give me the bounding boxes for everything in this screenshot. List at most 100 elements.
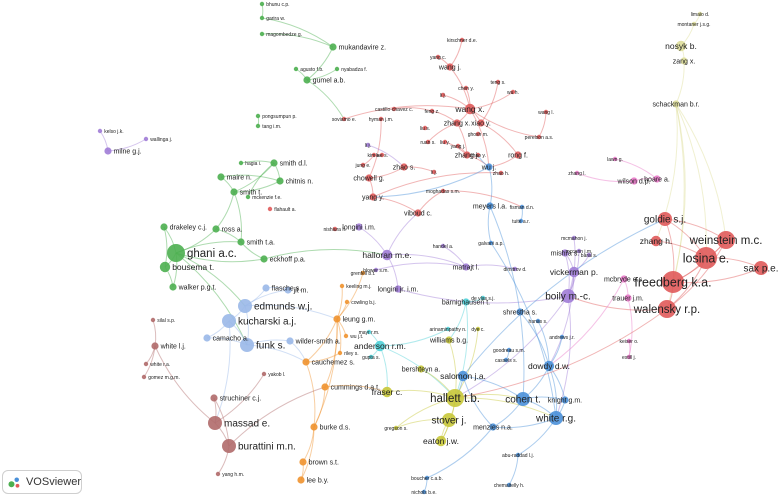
node-ghani[interactable] [167,244,185,262]
node-label-yangy[interactable]: yang y. [362,194,384,201]
node-label-pongsum[interactable]: pongsumpun p. [262,114,296,120]
node-maire[interactable] [217,173,224,180]
node-label-castillo[interactable]: castillo-chavez c. [375,107,413,113]
node-label-jungE[interactable]: jung e. [354,163,370,169]
node-label-nichols[interactable]: nichols b.e. [411,490,436,496]
node-label-zhanglp[interactable]: zhang l. [568,171,586,177]
node-kelso[interactable] [98,129,102,133]
node-burke[interactable] [310,423,317,430]
node-label-kucharski[interactable]: kucharski a.j. [238,317,296,328]
node-label-ruans[interactable]: ruan s. [420,140,435,146]
node-label-sowiamo[interactable]: soviamo e. [332,117,356,123]
node-gomezm[interactable] [142,375,146,379]
node-label-wangl[interactable]: wang l. [538,110,554,116]
node-smithta[interactable] [237,238,244,245]
node-label-menzies[interactable]: menzies n.a. [473,424,513,431]
node-label-lius[interactable]: liu s. [420,126,430,132]
node-label-knight[interactable]: knight g.m. [548,397,582,404]
node-label-montaner[interactable]: montaner j.s.g. [677,22,710,28]
node-silal[interactable] [151,318,155,322]
node-label-hagia[interactable]: hagia i. [245,161,261,167]
node-label-stover[interactable]: stover j. [431,416,466,427]
node-label-weinstein[interactable]: weinstein m.c. [689,235,763,247]
node-label-jitm[interactable]: jit m. [293,287,309,294]
node-label-burke[interactable]: burke d.s. [320,424,351,431]
node-yangsh[interactable] [216,472,220,476]
node-label-shrestha[interactable]: shrestha s. [503,309,537,316]
node-yakob[interactable] [262,372,266,376]
node-label-halloran[interactable]: halloran m.e. [362,250,411,260]
node-label-walker[interactable]: walker p.g.t. [178,284,217,291]
node-camacho[interactable] [203,334,210,341]
node-label-rossa[interactable]: ross a. [222,226,243,233]
node-label-longini[interactable]: longini i.m. [342,224,376,231]
node-label-boucher[interactable]: boucher c.a.b. [411,476,443,482]
node-label-mcbryde[interactable]: mcbryde e.s. [604,276,644,283]
node-tangim[interactable] [256,124,260,128]
node-label-drakeley[interactable]: drakeley c.j. [170,224,207,231]
node-label-wilder[interactable]: wilder-smith a. [295,338,341,345]
node-label-anderson[interactable]: anderson r.m. [354,341,406,351]
node-label-keeling[interactable]: keeling m.j. [346,284,371,290]
node-label-ghosh[interactable]: ghosh m. [468,132,489,138]
node-label-gupta[interactable]: gupta s. [362,355,380,361]
node-label-boily[interactable]: boily m.-c. [545,292,591,303]
node-smithdl[interactable] [270,159,277,166]
node-label-nosyk[interactable]: nosyk b. [665,41,697,51]
node-label-tuite[interactable]: tuite a.r. [512,219,530,225]
node-label-mukandavire[interactable]: mukandavire z. [339,44,387,51]
node-rileys[interactable] [338,351,342,355]
node-label-rileys[interactable]: riley s. [344,351,358,357]
node-label-cauchemez[interactable]: cauchemez s. [312,359,355,366]
node-label-nyabadza[interactable]: nyabadza f. [341,67,367,73]
node-label-abuadd[interactable]: abu-raddad l.j. [502,453,534,459]
node-label-fengz[interactable]: feng z. [424,109,439,115]
node-label-estilj[interactable]: estill j. [622,355,636,361]
node-label-yangj[interactable]: yang j. [451,144,466,150]
node-label-gumel[interactable]: gumel a.b. [313,77,346,84]
node-label-zhangx[interactable]: zhang x. [444,120,471,127]
node-label-eckhoff[interactable]: eckhoff p.a. [270,256,306,263]
node-leeby[interactable] [297,476,304,483]
node-wilder[interactable] [286,337,293,344]
node-label-limaio[interactable]: limaio d. [691,12,710,18]
node-label-dimitrov[interactable]: dimitrov d. [503,267,526,273]
node-label-chitnis[interactable]: chitnis n. [286,178,314,185]
node-label-lawnd[interactable]: lawn g. [607,157,623,163]
node-label-mccann[interactable]: mccann j.m. [566,249,593,255]
node-label-lij2[interactable]: li j. [431,170,437,176]
node-label-vibroud[interactable]: viboud c. [404,210,432,217]
node-label-dyec[interactable]: dye c. [471,327,484,333]
node-label-chenj[interactable]: chen y. [458,86,474,92]
node-cauchemez[interactable] [302,358,309,365]
node-pongsum[interactable] [256,114,260,118]
node-label-gomezm[interactable]: gomez m.g.m. [148,375,180,381]
node-label-walensky[interactable]: walensky r.p. [633,304,700,316]
node-label-flahault[interactable]: flahault a. [274,207,296,213]
node-label-freedberg[interactable]: freedberg k.a. [634,275,711,289]
node-label-hoarea[interactable]: hoare a. [644,176,670,183]
node-label-xiaoy[interactable]: xiao y. [471,120,491,127]
node-label-goodreau[interactable]: goodreau s.m. [493,348,525,354]
node-label-longinijr[interactable]: longini jr. i.m. [378,286,419,293]
node-label-smitht[interactable]: smith t. [240,189,263,196]
node-cowling[interactable] [345,300,349,304]
node-label-ghani[interactable]: ghani a.c. [187,248,237,260]
node-label-smithdl[interactable]: smith d.l. [280,160,308,167]
node-label-cowling[interactable]: cowling b.j. [351,300,376,306]
node-walker[interactable] [169,283,176,290]
node-label-barnig[interactable]: bärnighausen t. [442,299,490,306]
node-label-bousema[interactable]: bousema t. [172,262,214,272]
node-drakeley[interactable] [160,223,167,230]
node-label-brownst[interactable]: brown s.t. [309,459,339,466]
node-label-kelso[interactable]: kelso j.k. [104,129,123,135]
node-label-tangim[interactable]: tang i.m. [262,124,281,130]
node-label-perelson[interactable]: perelson a.s. [525,135,554,141]
node-label-wuh[interactable]: wu h. [507,90,519,96]
node-label-schackman[interactable]: schackman b.r. [652,101,699,108]
node-label-chemaitelly[interactable]: chemaitelly h. [494,483,525,489]
node-flahault[interactable] [268,207,272,211]
node-label-handel[interactable]: handel a. [433,244,454,250]
node-label-mcmahon[interactable]: mcmahon j. [561,236,587,242]
